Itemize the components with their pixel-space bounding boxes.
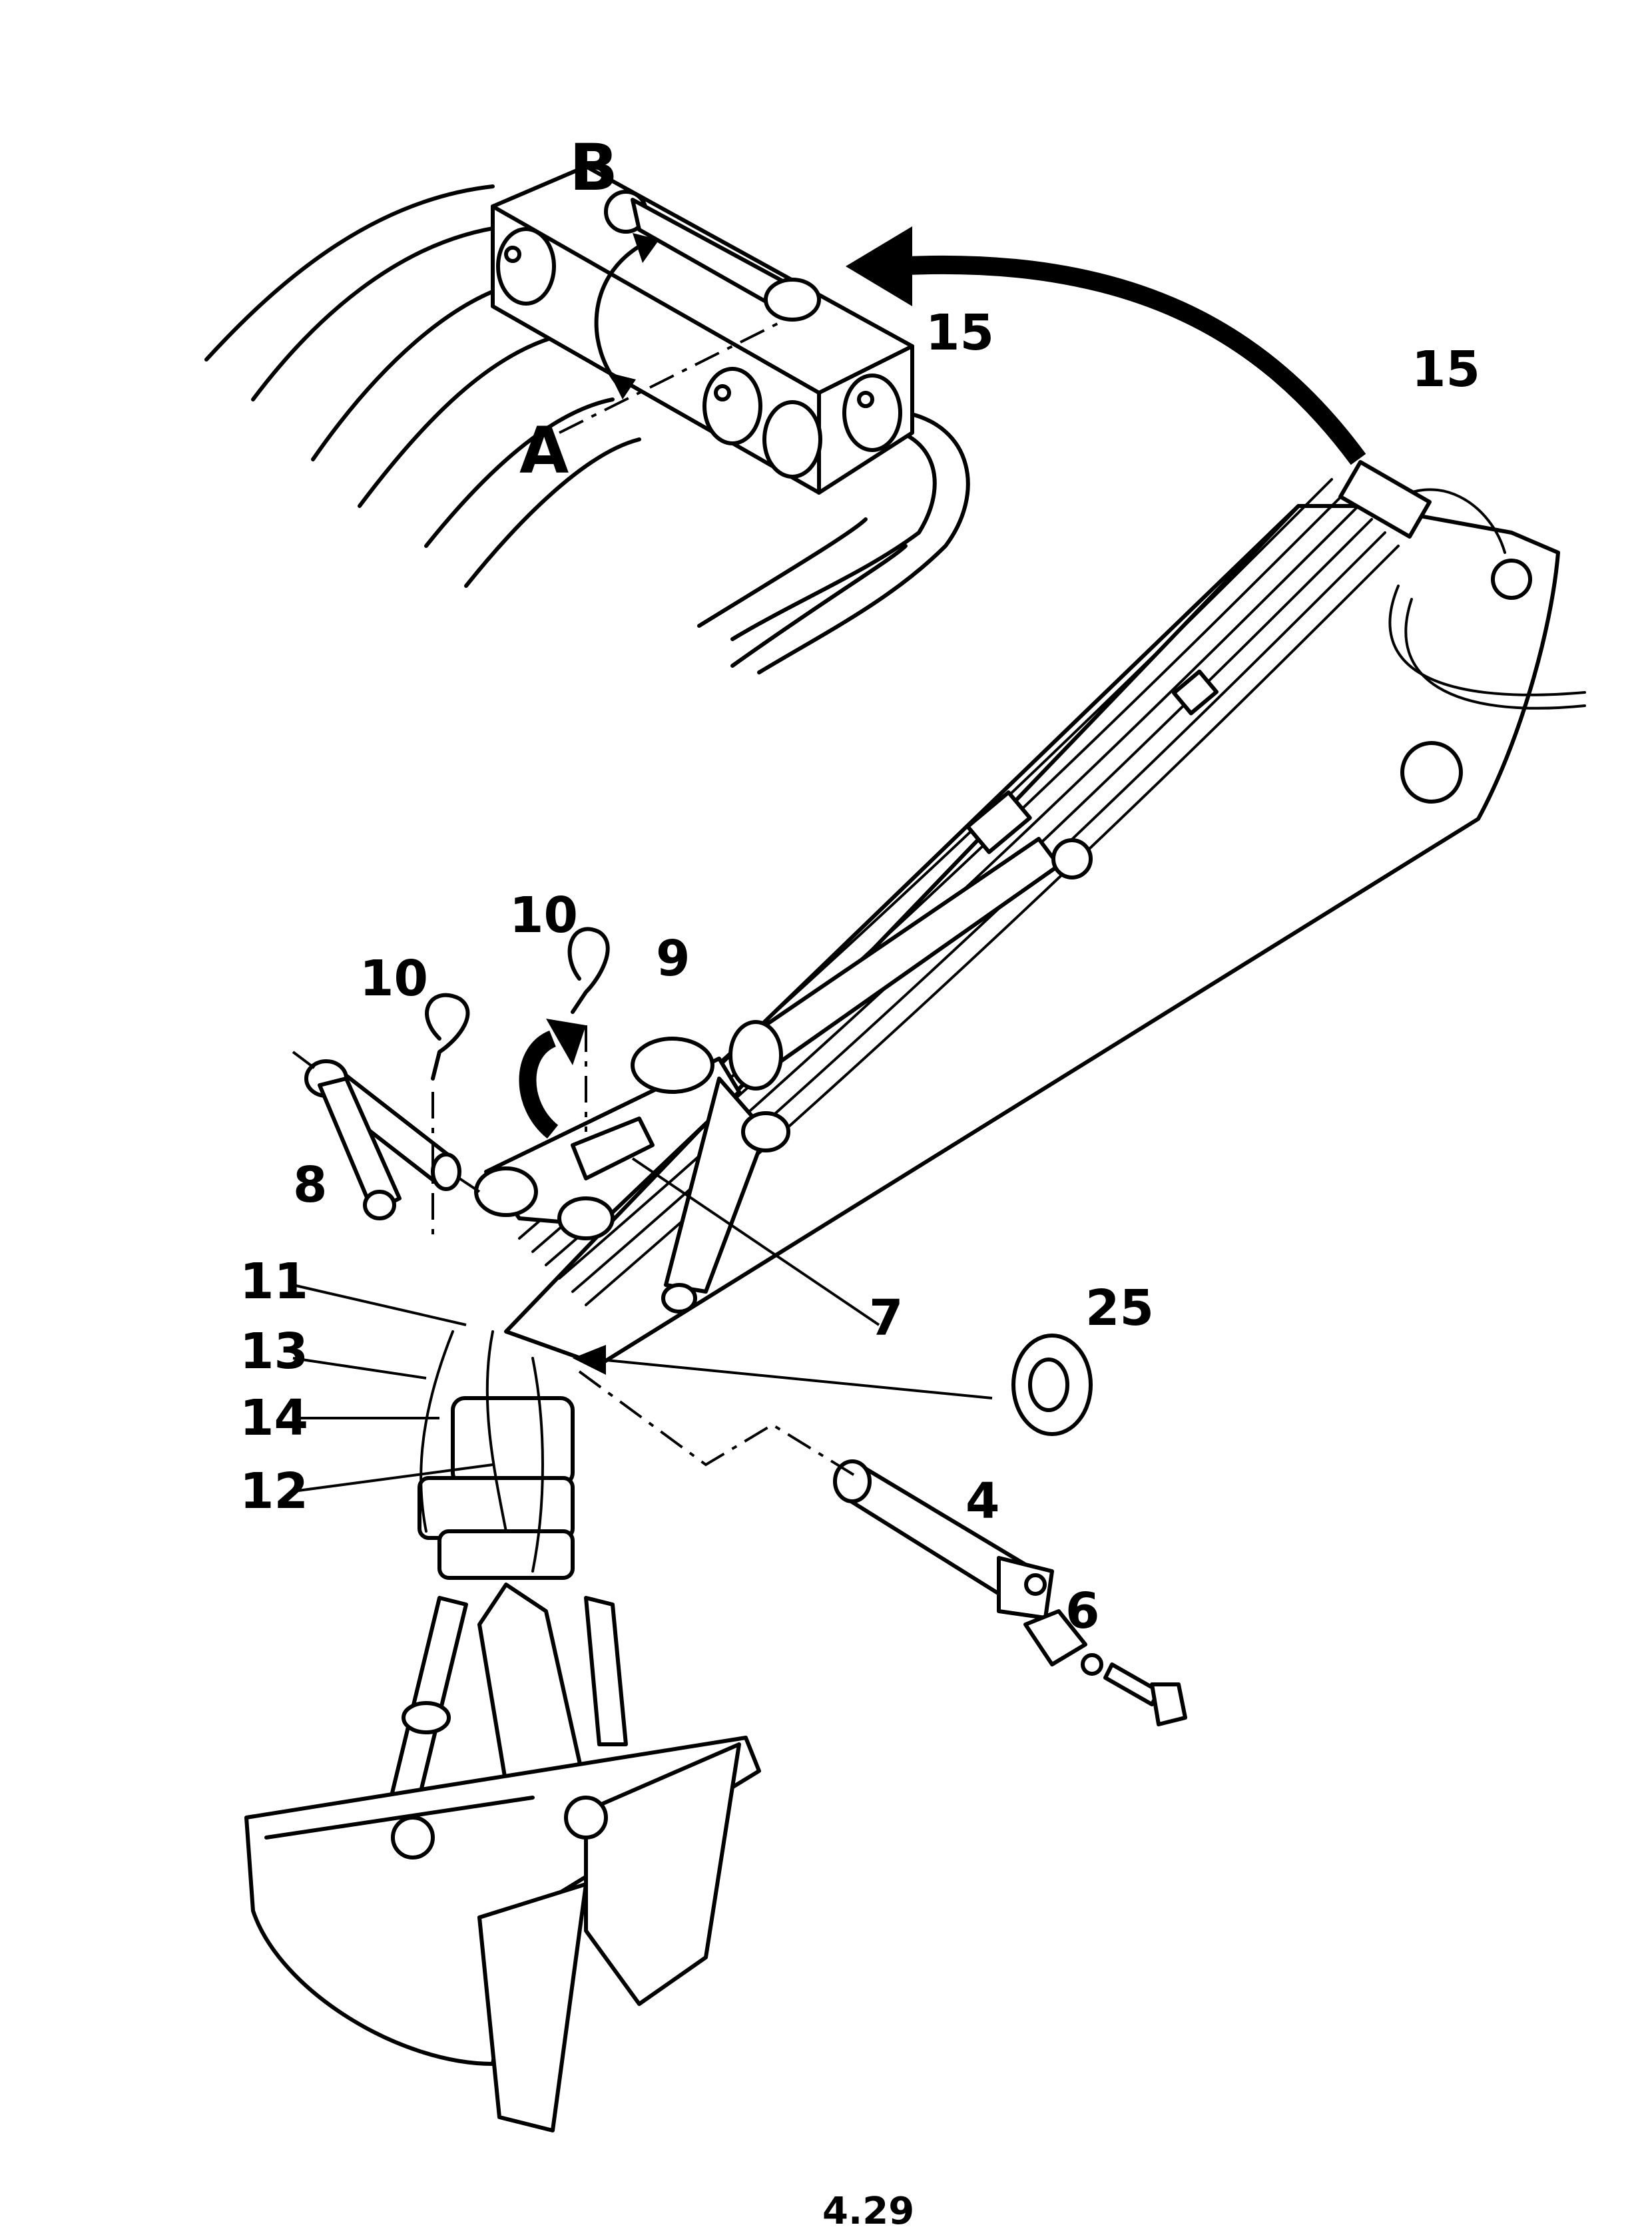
callout-12: 12 — [240, 1463, 308, 1520]
link-assembly — [474, 1037, 790, 1314]
callout-10-right: 10 — [509, 887, 578, 944]
callout-10-left: 10 — [360, 950, 428, 1007]
callout-15-detail: 15 — [926, 304, 994, 362]
clamshell-bucket — [244, 1330, 761, 2132]
callout-6: 6 — [1065, 1583, 1100, 1640]
part-10-clips — [425, 927, 610, 1238]
leader-lines — [292, 1157, 993, 1493]
callout-13: 13 — [240, 1323, 308, 1380]
detail-label-b: B — [569, 130, 618, 205]
hydraulic-cylinder — [728, 837, 1093, 1091]
part-25-washer — [1011, 1334, 1093, 1436]
callout-14: 14 — [240, 1389, 308, 1447]
callout-4: 4 — [965, 1473, 1000, 1530]
callout-25: 25 — [1085, 1280, 1154, 1337]
part-8-pin — [292, 1051, 481, 1220]
callout-9: 9 — [656, 930, 690, 987]
rotation-arrow — [519, 1019, 586, 1139]
part-4-pin — [833, 1459, 1054, 1620]
detail-label-a: A — [519, 413, 569, 488]
valve-block-detail — [204, 164, 970, 674]
valve-lever — [604, 190, 821, 322]
callout-8: 8 — [293, 1156, 328, 1214]
page-number: 4.29 — [822, 2190, 914, 2233]
callout-labels: B A 15 15 10 10 9 8 7 11 13 14 12 25 4 6 — [240, 130, 1480, 1640]
hose-fittings — [496, 227, 902, 479]
callout-7: 7 — [869, 1290, 904, 1347]
callout-15-boom: 15 — [1412, 341, 1480, 398]
detail-reference-arrow — [846, 226, 1366, 465]
part-6-retainer — [1023, 1609, 1187, 1726]
callout-11: 11 — [240, 1253, 308, 1310]
